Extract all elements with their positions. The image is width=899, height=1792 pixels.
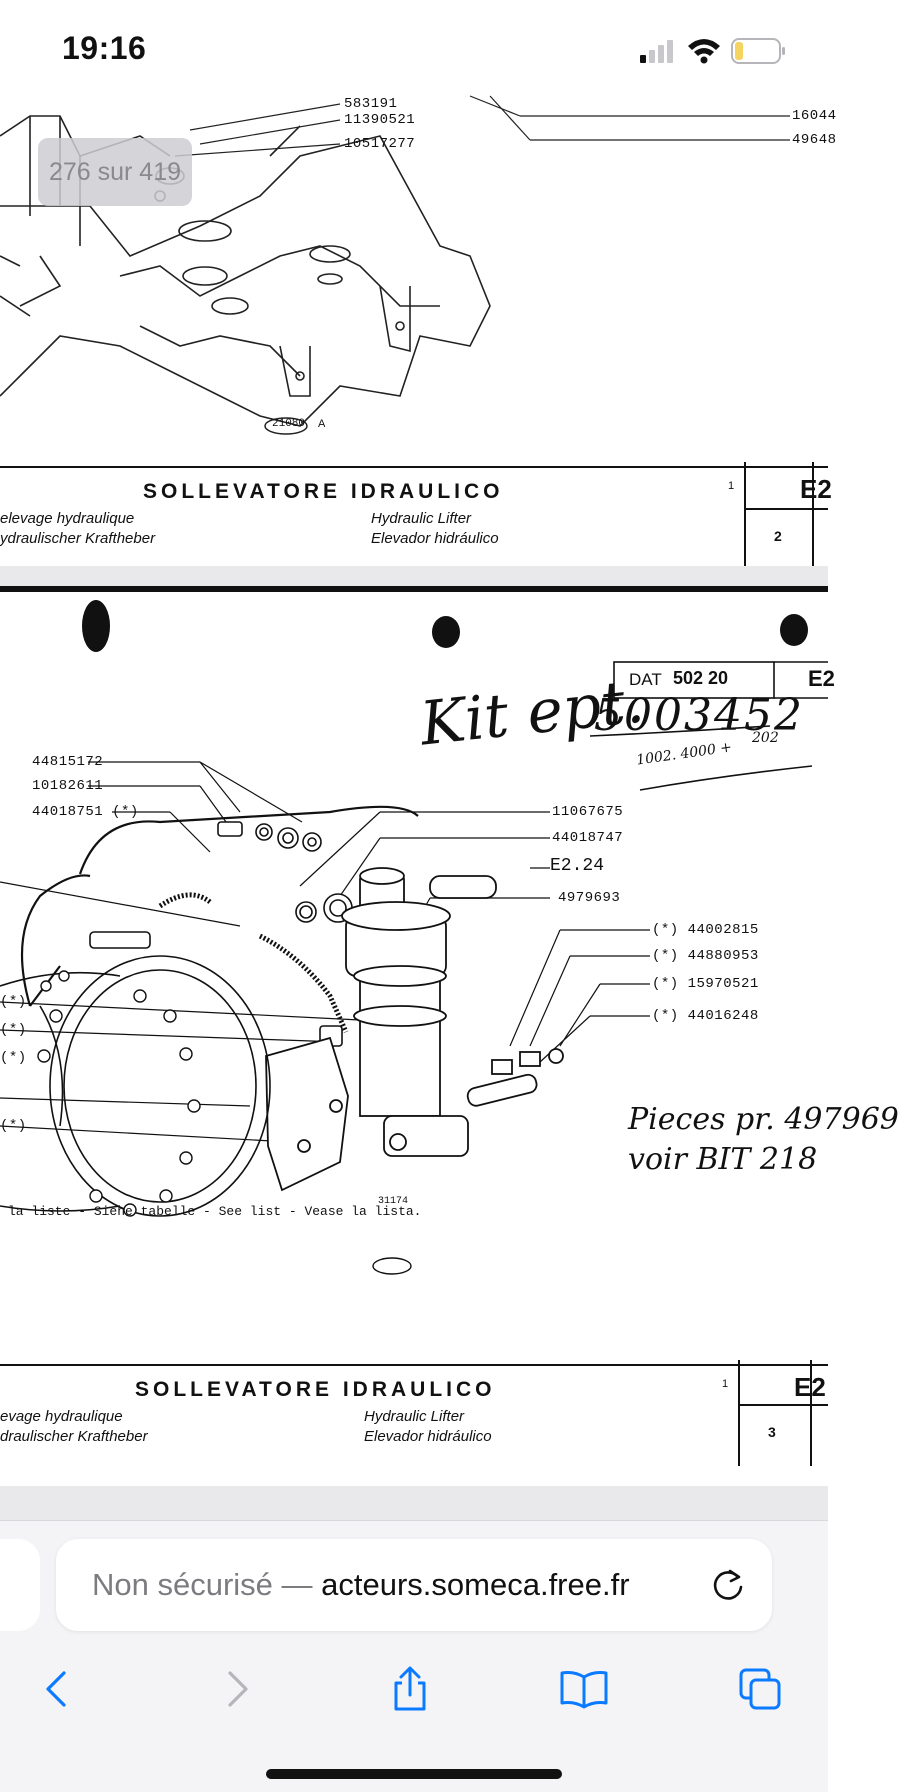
dat-value: 502 20 bbox=[673, 668, 729, 688]
part-number: (*) 44016248 bbox=[652, 1008, 759, 1024]
part-number: (*) 15970521 bbox=[652, 976, 759, 992]
page-number: 3 bbox=[768, 1424, 776, 1440]
part-number: 16044 bbox=[792, 108, 837, 124]
part-number: 4979693 bbox=[558, 890, 621, 906]
list-note: la liste - Siehe tabelle - See list - Ve… bbox=[8, 1204, 422, 1219]
part-number: (*) 44880953 bbox=[652, 948, 759, 964]
subtitle-de: ydraulischer Kraftheber bbox=[0, 530, 156, 547]
divider bbox=[738, 1360, 740, 1466]
chevron-left-icon bbox=[46, 1671, 66, 1707]
status-icons bbox=[618, 36, 798, 66]
signal-icon bbox=[640, 40, 673, 63]
handwritten-note-2: voir BIT 218 bbox=[628, 1142, 818, 1177]
bookmarks-button[interactable] bbox=[556, 1661, 612, 1717]
page-title: SOLLEVATORE IDRAULICO bbox=[143, 480, 504, 503]
back-button[interactable] bbox=[30, 1661, 86, 1717]
section-code: E2 bbox=[800, 474, 832, 504]
url-display[interactable]: Non sécurisé — acteurs.someca.free.fr bbox=[92, 1567, 630, 1603]
part-number: 11390521 bbox=[344, 112, 416, 128]
share-icon bbox=[394, 1666, 426, 1711]
part-number: 10182611 bbox=[32, 778, 104, 794]
part-number: 49648 bbox=[792, 132, 837, 148]
handwritten-small-2: 202 bbox=[752, 730, 779, 746]
handwritten-number: 5003452 bbox=[594, 690, 804, 741]
subtitle-de: draulischer Kraftheber bbox=[0, 1428, 148, 1445]
chevron-right-icon bbox=[228, 1671, 248, 1707]
home-indicator[interactable] bbox=[266, 1769, 562, 1779]
part-number: (*) 44002815 bbox=[652, 922, 759, 938]
part-number: 10517277 bbox=[344, 136, 416, 152]
divider bbox=[744, 462, 746, 568]
forward-button[interactable] bbox=[208, 1661, 264, 1717]
battery-icon bbox=[731, 38, 785, 64]
part-number: 44018751 (*) bbox=[32, 804, 139, 820]
status-bar: 19:16 bbox=[0, 0, 828, 96]
column-number: 1 bbox=[722, 1378, 729, 1390]
title-block: SOLLEVATORE IDRAULICO elevage hydrauliqu… bbox=[0, 462, 832, 568]
handwritten-note-1: Pieces pr. 497969 bbox=[628, 1102, 899, 1137]
browser-toolbar bbox=[0, 1649, 828, 1729]
tabs-icon bbox=[739, 1668, 781, 1710]
figure-reference-suffix: A bbox=[318, 418, 326, 430]
subtitle-es: Elevador hidráulico bbox=[371, 530, 499, 547]
part-number: 44815172 bbox=[32, 754, 104, 770]
reload-icon[interactable] bbox=[708, 1565, 748, 1605]
security-warning: Non sécurisé — bbox=[92, 1567, 322, 1602]
title-block: SOLLEVATORE IDRAULICO evage hydraulique … bbox=[0, 1360, 828, 1466]
section-code: E2 bbox=[794, 1372, 826, 1402]
tabs-button[interactable] bbox=[732, 1661, 788, 1717]
divider bbox=[744, 508, 828, 510]
browser-bottom-bar: Non sécurisé — acteurs.someca.free.fr bbox=[0, 1520, 828, 1792]
subtitle-fr: elevage hydraulique bbox=[0, 510, 135, 527]
status-time: 19:16 bbox=[62, 30, 147, 66]
page-title: SOLLEVATORE IDRAULICO bbox=[135, 1378, 496, 1401]
lift-cylinder-drawing bbox=[0, 600, 828, 1275]
figure-reference: 21080 bbox=[272, 418, 306, 430]
address-bar[interactable]: Non sécurisé — acteurs.someca.free.fr bbox=[56, 1539, 772, 1631]
url-host: acteurs.someca.free.fr bbox=[321, 1567, 630, 1602]
section-code-header: E2 bbox=[808, 666, 835, 691]
page-counter: 276 sur 419 bbox=[38, 138, 192, 206]
star-label: (*) bbox=[0, 1022, 27, 1038]
pdf-page-lower: DAT 502 20 E2 Kit ept. 5003452 1002. 400… bbox=[0, 586, 899, 1486]
page-separator bbox=[0, 1486, 828, 1520]
page-separator bbox=[0, 566, 828, 586]
star-label: (*) bbox=[0, 1050, 27, 1066]
share-button[interactable] bbox=[382, 1661, 438, 1717]
previous-tab-preview[interactable] bbox=[0, 1539, 40, 1631]
subtitle-en: Hydraulic Lifter bbox=[371, 510, 472, 527]
figure-reference: 31174 bbox=[378, 1196, 409, 1207]
subtitle-en: Hydraulic Lifter bbox=[364, 1408, 465, 1425]
part-number: 44018747 bbox=[552, 830, 624, 846]
divider bbox=[812, 462, 814, 568]
column-number: 1 bbox=[728, 480, 735, 492]
document-viewer[interactable]: 583191 11390521 10517277 16044 49648 210… bbox=[0, 95, 899, 1520]
star-label: (*) bbox=[0, 1118, 27, 1134]
divider bbox=[810, 1360, 812, 1466]
scan-edge bbox=[0, 586, 828, 592]
part-number: 11067675 bbox=[552, 804, 624, 820]
dat-label: DAT bbox=[629, 670, 662, 689]
part-number: 583191 bbox=[344, 96, 398, 112]
subtitle-es: Elevador hidráulico bbox=[364, 1428, 492, 1445]
book-icon bbox=[560, 1671, 608, 1709]
star-label: (*) bbox=[0, 994, 27, 1010]
section-reference: E2.24 bbox=[550, 856, 605, 876]
divider bbox=[738, 1404, 828, 1406]
wifi-icon bbox=[688, 39, 720, 64]
page-number: 2 bbox=[774, 528, 782, 544]
subtitle-fr: evage hydraulique bbox=[0, 1408, 123, 1425]
